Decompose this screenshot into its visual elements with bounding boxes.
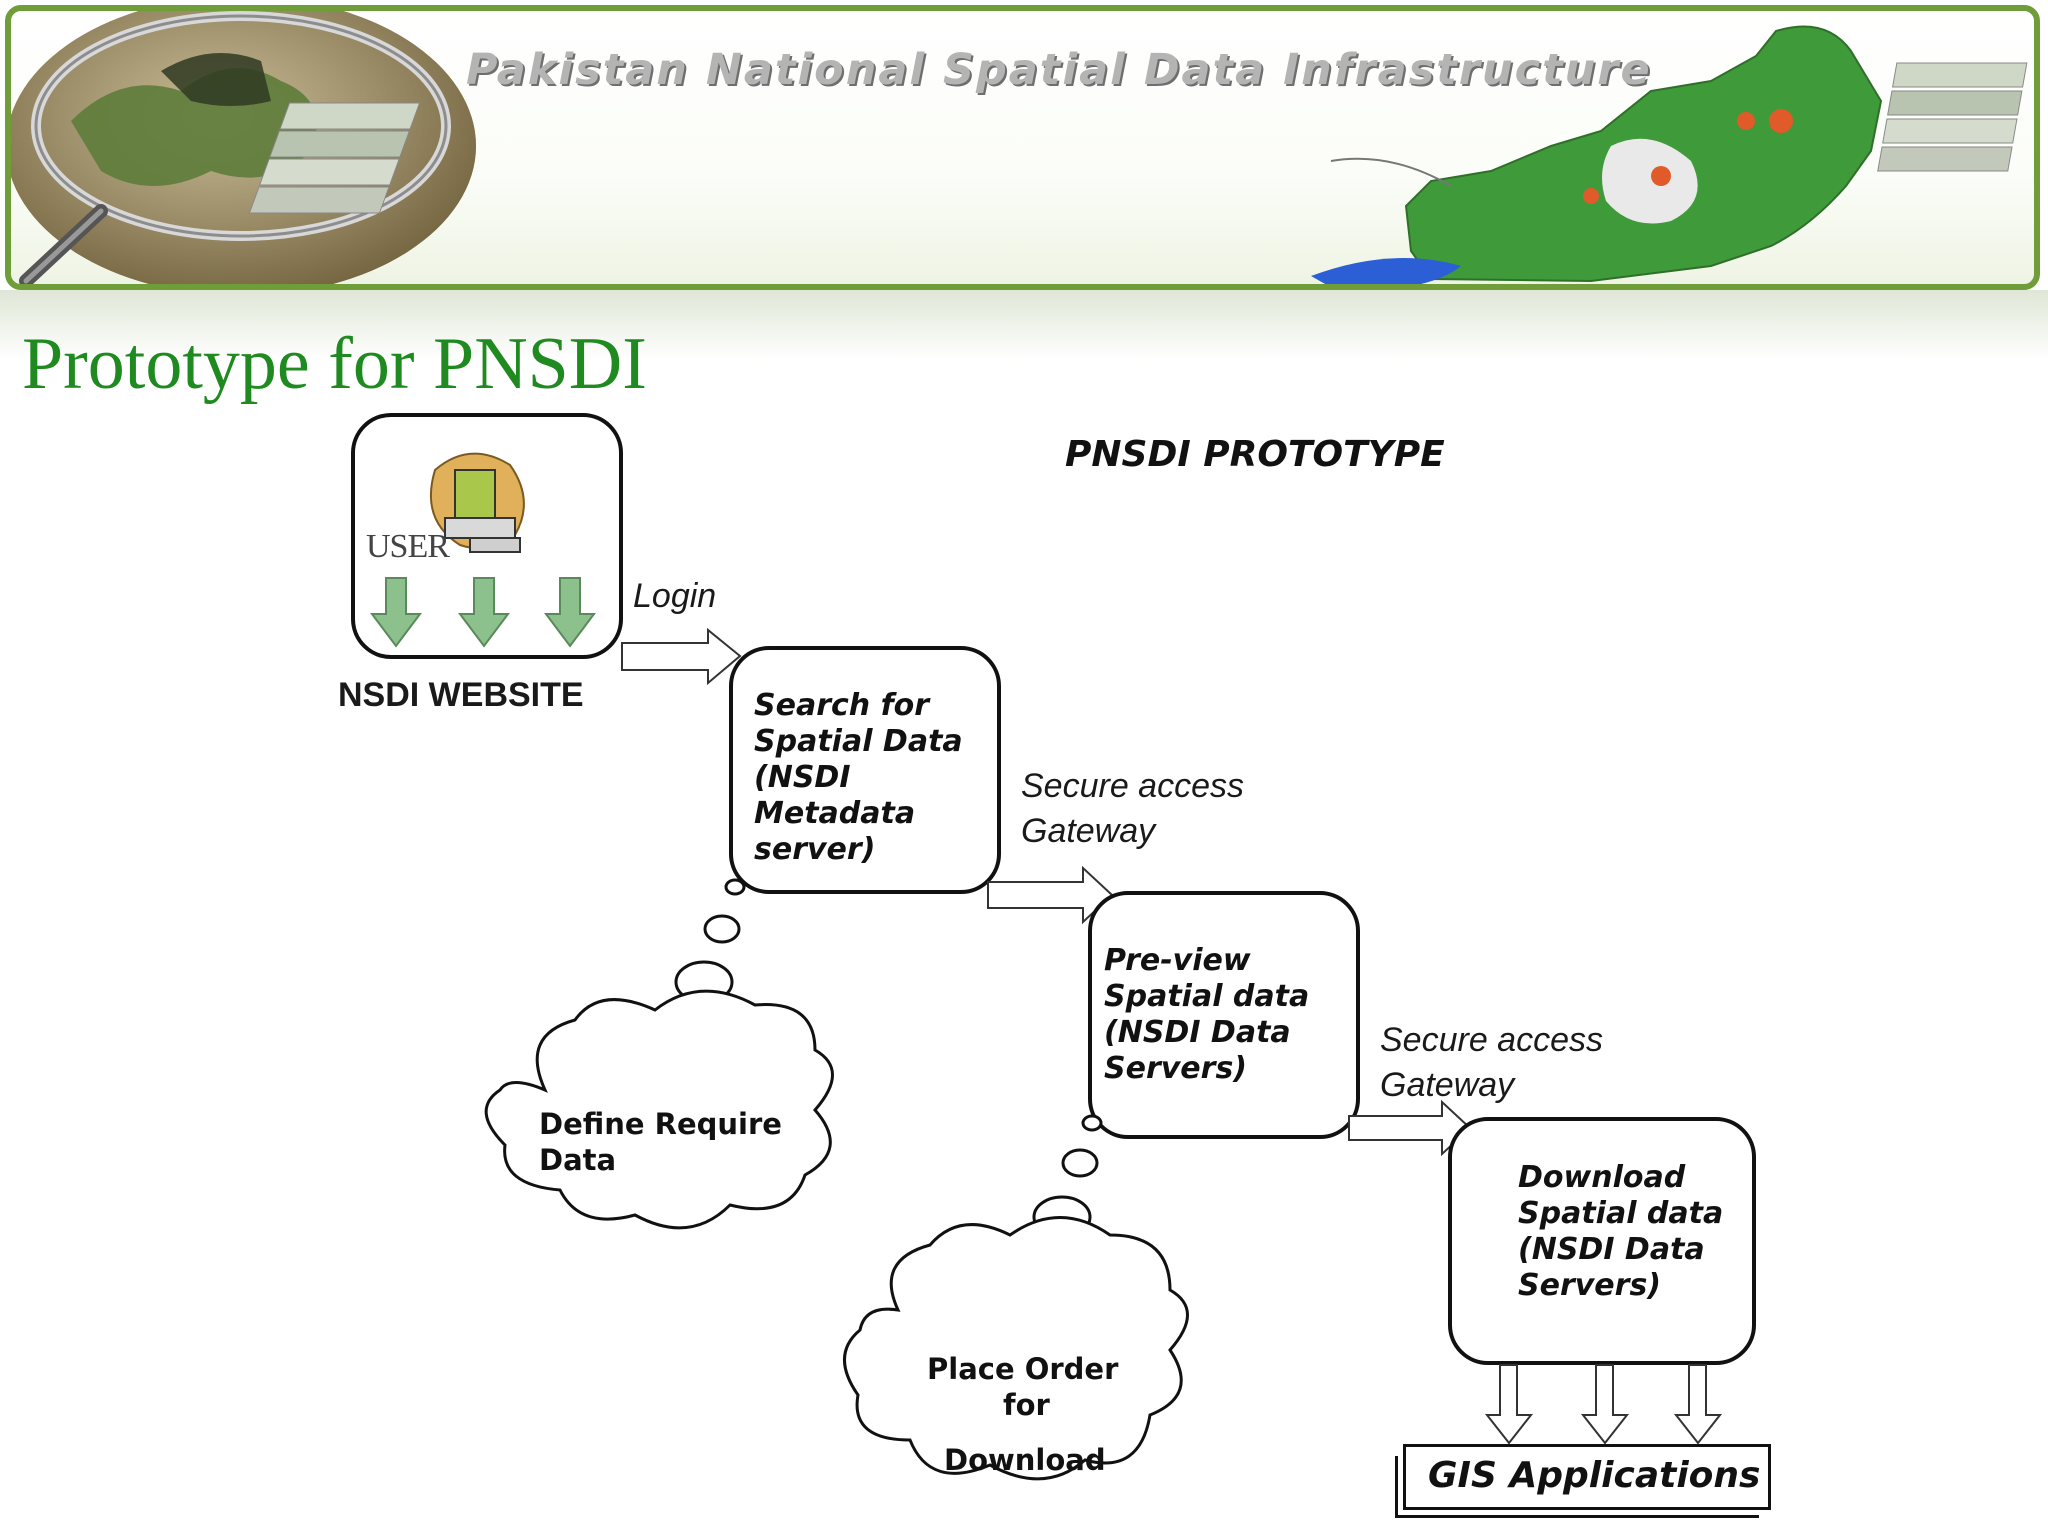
define-data-cloud (484, 989, 834, 1230)
preview-node-label: Pre-view Spatial data (NSDI Data Servers… (1104, 943, 1310, 1086)
banner-artwork (11, 11, 2028, 284)
layers-icon (1877, 62, 2028, 172)
gis-applications-label: GIS Applications (1428, 1455, 1761, 1496)
user-label: USER (366, 528, 450, 565)
diagram-title: PNSDI PROTOTYPE (1065, 434, 1445, 475)
header-banner: Pakistan National Spatial Data Infrastru… (5, 5, 2040, 290)
preview-node-box (1088, 891, 1360, 1139)
map-of-pakistan-icon (1311, 25, 1883, 284)
computer-icon (429, 452, 525, 553)
place-order-label-line3: Download (944, 1443, 1106, 1477)
place-order-cloud (843, 1216, 1189, 1481)
download-node-box (1448, 1117, 1756, 1365)
gateway-label-1-line1: Secure access (1021, 767, 1244, 805)
gateway-label-2-line1: Secure access (1380, 1021, 1603, 1059)
search-node-label: Search for Spatial Data (NSDI Metadata s… (754, 688, 963, 867)
place-order-label-line1: Place Order (927, 1352, 1119, 1386)
place-order-label-line2: for (1003, 1388, 1050, 1422)
banner-shadow (0, 290, 2048, 360)
gateway-label-1-line2: Gateway (1021, 812, 1156, 850)
login-label: Login (633, 577, 717, 615)
magnifier-icon (19, 11, 451, 284)
nsdi-website-label: NSDI WEBSITE (338, 676, 584, 714)
down-arrow-icon (1484, 1364, 1723, 1445)
search-node-box (729, 646, 1001, 894)
gateway-label-2-line2: Gateway (1380, 1066, 1515, 1104)
download-node-label: Download Spatial data (NSDI Data Servers… (1518, 1160, 1724, 1303)
slide-title: Prototype for PNSDI (22, 323, 647, 405)
gis-applications-box: GIS Applications (1403, 1444, 1771, 1510)
define-data-label: Define Require Data (539, 1107, 782, 1177)
layers-icon (248, 102, 421, 214)
thought-bubbles (674, 878, 746, 1004)
banner-title: Pakistan National Spatial Data Infrastru… (466, 45, 1652, 95)
down-arrow-icon (370, 577, 596, 648)
login-arrow-icon (621, 627, 742, 686)
